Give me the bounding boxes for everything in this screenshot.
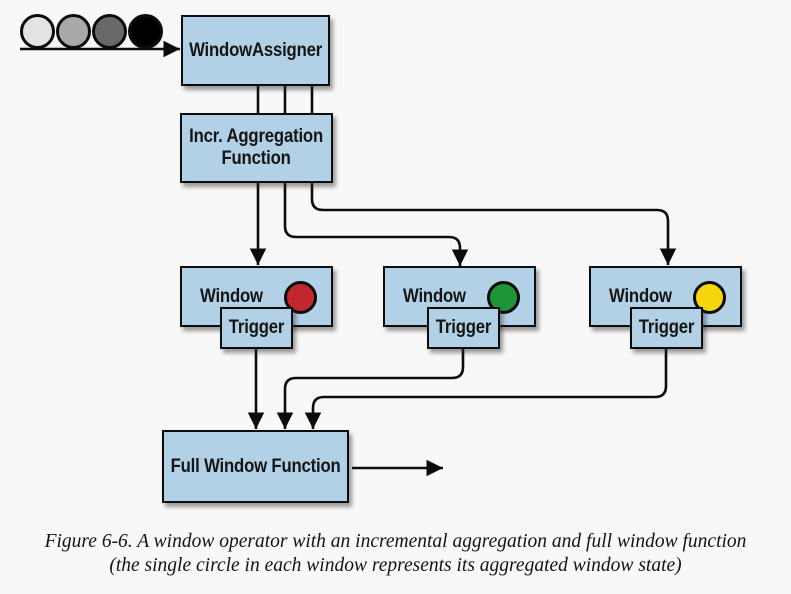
trigger-1-label: Trigger bbox=[228, 317, 285, 339]
trigger-2-label: Trigger bbox=[435, 317, 492, 339]
window-1-label: Window bbox=[200, 285, 263, 307]
trigger-box-3: Trigger bbox=[630, 307, 703, 349]
window-assigner-box: WindowAssigner bbox=[181, 15, 330, 86]
trigger-3-label: Trigger bbox=[638, 317, 695, 339]
incr-aggregation-box: Incr. Aggregation Function bbox=[180, 113, 333, 183]
stream-token-3 bbox=[92, 14, 127, 49]
stream-token-1 bbox=[20, 14, 55, 49]
window-assigner-label: WindowAssigner bbox=[188, 39, 323, 61]
full-window-function-label: Full Window Function bbox=[170, 455, 341, 477]
full-window-function-box: Full Window Function bbox=[162, 430, 349, 503]
trigger-box-1: Trigger bbox=[220, 307, 293, 349]
trigger-box-2: Trigger bbox=[427, 307, 500, 349]
stream-token-2 bbox=[56, 14, 91, 49]
agg-to-window2-arrow bbox=[283, 183, 469, 266]
stream-token-4 bbox=[128, 14, 163, 49]
window-2-label: Window bbox=[403, 285, 466, 307]
figure-caption-line2: (the single circle in each window repres… bbox=[109, 555, 682, 577]
trigger3-to-full-arrow bbox=[304, 348, 668, 429]
incr-aggregation-label-line1: Incr. Aggregation bbox=[189, 126, 324, 148]
window-3-label: Window bbox=[609, 285, 672, 307]
trigger2-to-full-arrow bbox=[276, 348, 465, 429]
incr-aggregation-label: Incr. Aggregation Function bbox=[190, 126, 324, 170]
incr-aggregation-label-line2: Function bbox=[221, 148, 292, 169]
window-3-state-circle bbox=[693, 281, 726, 314]
figure-caption-line1: Figure 6-6. A window operator with an in… bbox=[44, 531, 747, 552]
agg-to-window3-arrow bbox=[310, 183, 677, 265]
figure-caption: Figure 6-6. A window operator with an in… bbox=[0, 530, 791, 579]
